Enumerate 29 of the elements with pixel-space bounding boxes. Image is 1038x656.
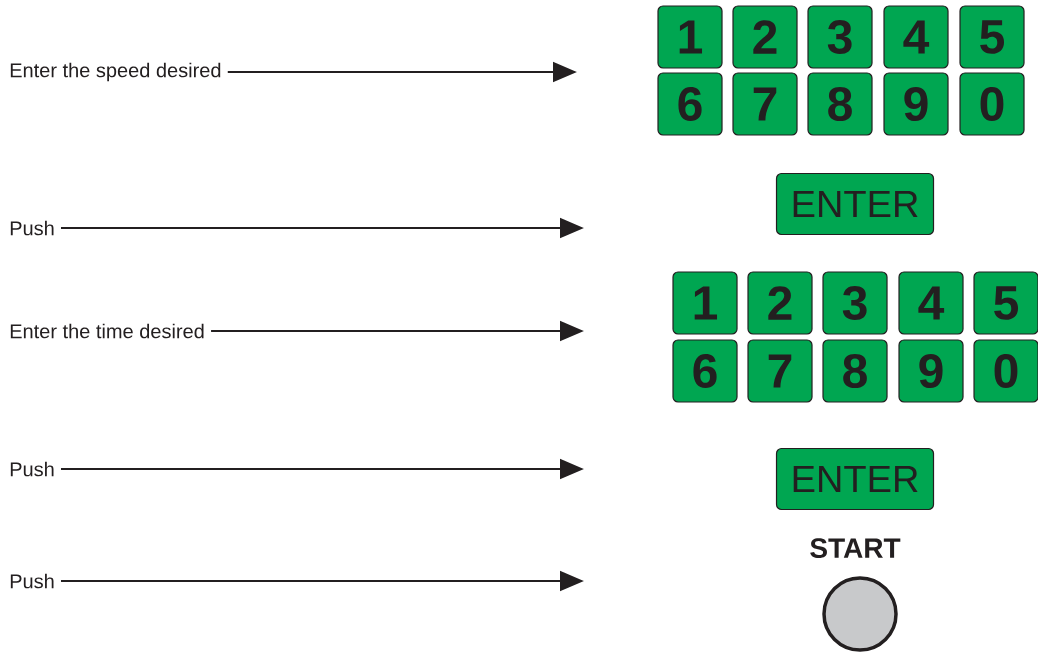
number-key: 9 [898, 339, 964, 403]
number-key: 3 [807, 5, 873, 69]
number-key: 0 [973, 339, 1038, 403]
number-key: 7 [747, 339, 813, 403]
number-key: 2 [747, 271, 813, 335]
number-key: 1 [657, 5, 723, 69]
number-key: 8 [822, 339, 888, 403]
instruction-text: Push [10, 573, 54, 589]
node-label: START [810, 538, 901, 559]
start-button: START [810, 538, 901, 652]
number-key: 4 [883, 5, 949, 69]
number-key: 7 [732, 72, 798, 136]
instruction-text: Push [10, 461, 54, 477]
number-key: 5 [973, 271, 1038, 335]
number-key: 4 [898, 271, 964, 335]
number-key: 6 [657, 72, 723, 136]
number-key: 5 [959, 5, 1025, 69]
number-key: 1 [672, 271, 738, 335]
number-key: 2 [732, 5, 798, 69]
enter-key: ENTER [775, 447, 935, 511]
number-key: 0 [959, 72, 1025, 136]
enter-key: ENTER [775, 172, 935, 236]
number-key: 6 [672, 339, 738, 403]
number-key: 9 [883, 72, 949, 136]
instruction-text: Push [10, 220, 54, 236]
instruction-text: Enter the speed desired [10, 62, 221, 82]
number-key: 8 [807, 72, 873, 136]
instruction-text: Enter the time desired [10, 323, 204, 339]
number-key: 3 [822, 271, 888, 335]
